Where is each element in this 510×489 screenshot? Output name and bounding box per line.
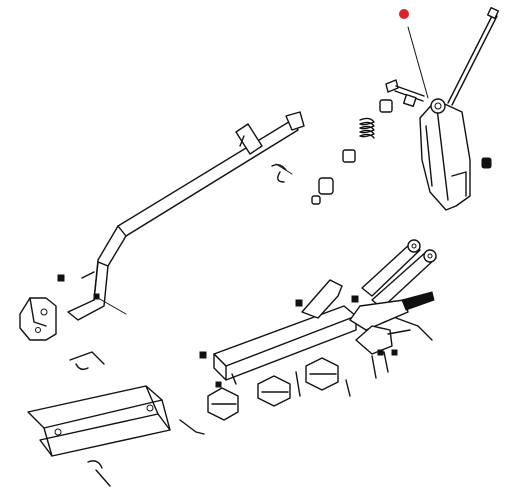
callout-dot[interactable]: [399, 9, 409, 19]
spring-stack: [311, 99, 393, 205]
control-lever: [349, 291, 435, 379]
left-bracket: [19, 274, 65, 341]
hitch-pin: [271, 163, 293, 183]
lower-left-rails: [27, 385, 205, 487]
adjustment-rod: [447, 6, 500, 106]
pivot-bolt: [385, 79, 425, 108]
linkage-arms: [295, 239, 437, 319]
frame-clips: [207, 357, 351, 421]
upper-frame-beam: [67, 111, 305, 321]
left-small-parts: [69, 293, 127, 371]
callout-leader-line: [407, 26, 429, 99]
callout-marker[interactable]: [399, 9, 429, 99]
mounting-bracket: [419, 98, 492, 211]
